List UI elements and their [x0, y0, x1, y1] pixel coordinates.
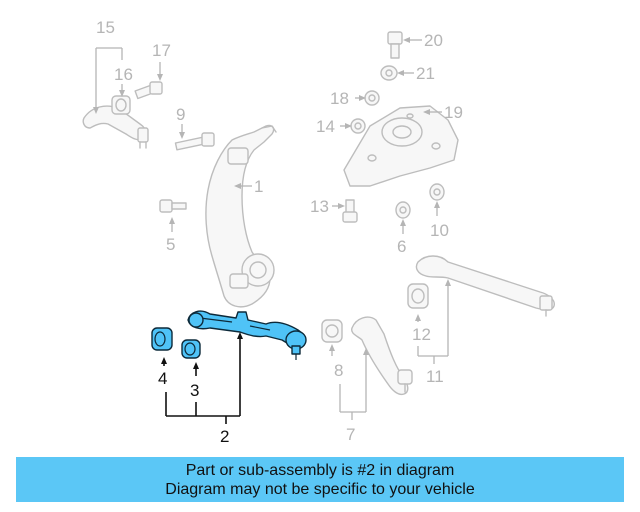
- part-21-washer: [380, 65, 398, 81]
- info-banner: Part or sub-assembly is #2 in diagram Di…: [16, 457, 624, 502]
- callout-7: 7: [346, 425, 355, 444]
- part-5-bolt: [159, 199, 187, 213]
- callout-18: 18: [330, 89, 349, 108]
- callout-13: 13: [310, 197, 329, 216]
- callout-14: 14: [316, 117, 335, 136]
- callout-9: 9: [176, 105, 185, 124]
- part-14-nut: [350, 118, 366, 134]
- callout-12: 12: [412, 325, 431, 344]
- callout-4: 4: [158, 369, 167, 388]
- callout-11: 11: [426, 367, 444, 386]
- part-16-bushing: [111, 95, 131, 115]
- callout-21: 21: [416, 64, 435, 83]
- callout-19: 19: [444, 103, 463, 122]
- banner-line-2: Diagram may not be specific to your vehi…: [165, 480, 475, 498]
- callout-1: 1: [254, 177, 263, 196]
- callout-5: 5: [166, 235, 175, 254]
- part-6-nut: [395, 201, 411, 219]
- part-12-bushing: [407, 283, 429, 309]
- banner-line-1: Part or sub-assembly is #2 in diagram: [185, 461, 455, 479]
- part-18-nut: [364, 90, 380, 106]
- callout-2[interactable]: 2: [220, 427, 229, 446]
- callout-20: 20: [424, 31, 443, 50]
- callout-16: 16: [114, 65, 133, 84]
- callout-15: 15: [96, 18, 115, 37]
- part-11-lower-arm: [415, 255, 555, 317]
- part-19-strut-mount: [343, 105, 459, 187]
- part-7-control-arm: [350, 316, 413, 396]
- part-10-nut: [429, 183, 445, 201]
- part-20-bolt: [387, 31, 403, 59]
- part-3-bushing[interactable]: [181, 339, 201, 359]
- callout-8: 8: [334, 361, 343, 380]
- part-4-bushing[interactable]: [151, 327, 173, 351]
- part-8-bushing: [321, 319, 343, 343]
- callout-3: 3: [190, 381, 199, 400]
- callout-6: 6: [397, 237, 406, 256]
- callout-10: 10: [430, 221, 449, 240]
- part-2-lower-control-arm[interactable]: [187, 310, 307, 360]
- part-1-steering-knuckle: [205, 124, 277, 308]
- part-13-bolt: [342, 199, 358, 223]
- callout-17: 17: [152, 41, 171, 60]
- part-9-bolt: [174, 132, 215, 151]
- part-17-bolt: [134, 81, 163, 100]
